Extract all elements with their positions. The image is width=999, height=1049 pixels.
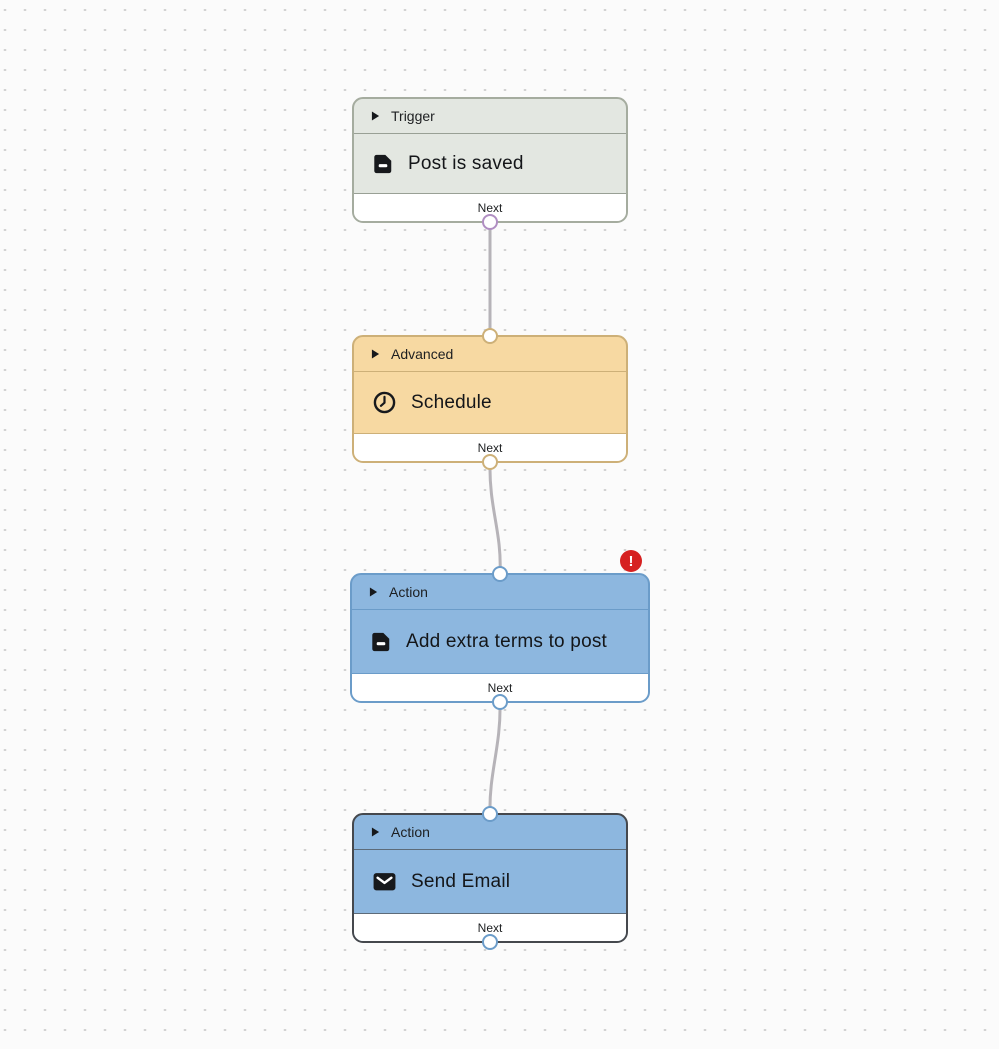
node-header[interactable]: Action xyxy=(354,815,626,850)
node-body[interactable]: Schedule xyxy=(354,372,626,434)
node-body[interactable]: Post is saved xyxy=(354,134,626,194)
node-header[interactable]: Action xyxy=(352,575,648,610)
document-icon xyxy=(372,153,394,175)
node-title: Schedule xyxy=(411,391,492,413)
workflow-node[interactable]: Action Send Email Next xyxy=(352,806,628,950)
workflow-node[interactable]: Advanced Schedule Next xyxy=(352,328,628,470)
expand-triangle-icon[interactable] xyxy=(371,827,380,837)
node-header[interactable]: Trigger xyxy=(354,99,626,134)
node-title: Send Email xyxy=(411,870,511,892)
node-body[interactable]: Send Email xyxy=(354,850,626,914)
input-port[interactable] xyxy=(482,328,498,344)
output-port[interactable] xyxy=(492,694,508,710)
next-label: Next xyxy=(477,200,503,215)
error-badge[interactable]: ! xyxy=(620,550,642,572)
node-type-label: Advanced xyxy=(391,346,454,362)
output-port[interactable] xyxy=(482,454,498,470)
input-port[interactable] xyxy=(492,566,508,582)
workflow-node[interactable]: Action Add extra terms to post Nex xyxy=(350,550,650,710)
mail-icon xyxy=(372,869,397,894)
workflow-node[interactable]: Trigger Post is saved Next xyxy=(352,97,628,230)
next-label: Next xyxy=(477,440,503,455)
node-type-label: Trigger xyxy=(391,108,435,124)
output-port[interactable] xyxy=(482,934,498,950)
node-title: Add extra terms to post xyxy=(406,630,608,652)
node-header[interactable]: Advanced xyxy=(354,337,626,372)
output-port[interactable] xyxy=(482,214,498,230)
connector-edge[interactable] xyxy=(488,701,502,815)
connector-edge[interactable] xyxy=(488,461,502,575)
clock-icon xyxy=(372,390,397,415)
next-label: Next xyxy=(487,680,513,695)
node-title: Post is saved xyxy=(408,152,524,174)
node-type-label: Action xyxy=(389,584,428,600)
input-port[interactable] xyxy=(482,806,498,822)
document-icon xyxy=(370,631,392,653)
node-type-label: Action xyxy=(391,824,430,840)
expand-triangle-icon[interactable] xyxy=(369,587,378,597)
node-body[interactable]: Add extra terms to post xyxy=(352,610,648,674)
next-label: Next xyxy=(477,920,503,935)
expand-triangle-icon[interactable] xyxy=(371,111,380,121)
expand-triangle-icon[interactable] xyxy=(371,349,380,359)
